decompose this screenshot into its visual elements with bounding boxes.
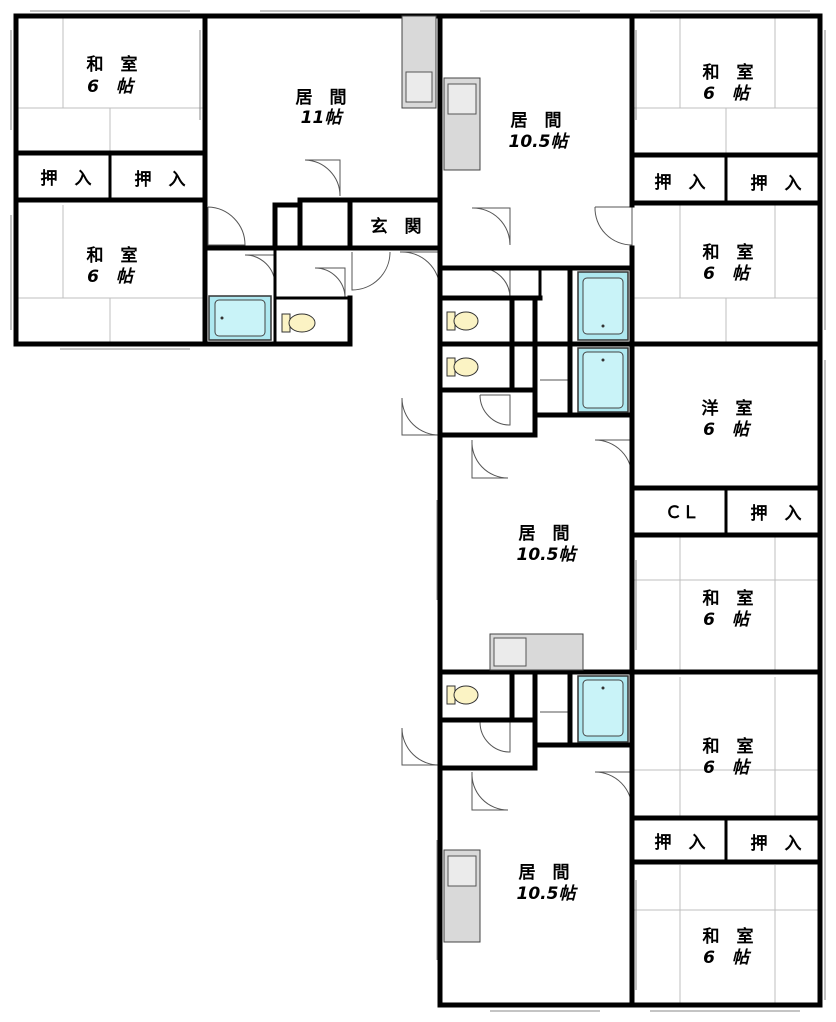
toilet: [446, 357, 479, 377]
kitchen-counter: [401, 15, 437, 109]
windows: [10, 10, 826, 1012]
room-label-washitsu: 和 室: [703, 242, 754, 263]
toilet: [446, 311, 479, 331]
room-label-washitsu: 和 室: [87, 245, 138, 266]
room-size-label: 11帖: [301, 108, 345, 128]
room-label-yoshitsu: 洋 室: [702, 398, 753, 419]
room-label-ima: 居 間: [519, 524, 570, 544]
room-label-washitsu: 和 室: [703, 588, 754, 609]
room-label-genkan: 玄 関: [371, 216, 422, 237]
room-label-washitsu: 和 室: [703, 926, 754, 947]
room-label-oshiire: 押 入: [751, 503, 802, 524]
room-label-oshiire: 押 入: [135, 169, 186, 190]
bathtub: [577, 675, 629, 743]
bathtub: [208, 295, 272, 341]
kitchen-counter: [489, 633, 584, 671]
room-label-ima: 居 間: [296, 88, 347, 108]
room-label-washitsu: 和 室: [703, 62, 754, 83]
room-label-washitsu: 和 室: [87, 54, 138, 75]
room-size-label: 10.5帖: [517, 545, 579, 565]
walls: [13, 13, 823, 1008]
room-size-label: 10.5帖: [517, 884, 579, 904]
room-label-oshiire: 押 入: [655, 172, 706, 193]
room-label-oshiire: 押 入: [655, 832, 706, 853]
room-size-label: 6 帖: [87, 267, 136, 287]
room-size-label: 6 帖: [703, 758, 752, 778]
room-label-ima: 居 間: [519, 863, 570, 883]
room-size-label: 6 帖: [703, 610, 752, 630]
room-label-oshiire: 押 入: [751, 833, 802, 854]
room-labels: 和 室 6 帖 和 室 6 帖 押 入 押 入 居 間 11帖 玄 関 居 間 …: [41, 54, 802, 968]
room-size-label: 6 帖: [87, 77, 136, 97]
room-size-label: 6 帖: [703, 948, 752, 968]
room-label-oshiire: 押 入: [751, 173, 802, 194]
bathtub: [577, 271, 629, 341]
room-size-label: 6 帖: [703, 420, 752, 440]
kitchen-counter: [443, 77, 481, 171]
bathtub: [577, 347, 629, 413]
room-label-ima: 居 間: [511, 111, 562, 131]
room-label-closet: ＣＬ: [665, 503, 699, 523]
toilet: [446, 685, 479, 705]
room-size-label: 6 帖: [703, 264, 752, 284]
room-label-oshiire: 押 入: [41, 168, 92, 189]
fixtures: [208, 15, 629, 943]
toilet: [281, 313, 316, 333]
room-size-label: 6 帖: [703, 84, 752, 104]
kitchen-counter: [443, 849, 481, 943]
room-label-washitsu: 和 室: [703, 736, 754, 757]
room-size-label: 10.5帖: [509, 132, 571, 152]
tatami-lines: [16, 16, 820, 1003]
